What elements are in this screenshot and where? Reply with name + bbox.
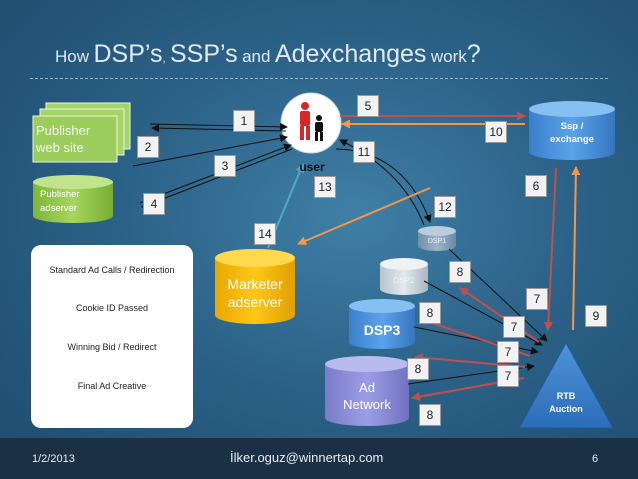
ssp-exchange-cylinder [529,101,615,160]
legend-standard-label: Standard Ad Calls / Redirection [49,265,175,275]
dsp2-label: DSP2 [393,276,415,285]
title-adexchanges: Adexchanges [274,40,427,68]
legend-winning-label: Winning Bid / Redirect [67,342,157,352]
title-how: How [55,47,90,66]
rtb-auction-label: RTB Auction [549,391,583,414]
step-badge-6: 6 [525,175,547,197]
step-badge-1: 1 [233,110,255,132]
step-badge-14: 14 [254,223,276,245]
step-badge-5: 5 [357,95,379,117]
footer-email: İlker.oguz@winnertap.com [230,450,384,465]
step-badge-10: 10 [485,121,507,143]
step-badge-7d: 7 [497,365,519,387]
dsp1-label: DSP1 [427,238,447,245]
title-divider [30,78,608,79]
title-comma: , [162,53,166,65]
rtb-auction-triangle [518,341,614,429]
user-icon [280,92,342,154]
title-dsps: DSP’s [93,40,163,68]
dsp3-label: DSP3 [363,322,401,338]
step-badge-13: 13 [314,176,336,198]
dsp3-cylinder [349,299,415,349]
step-badge-8b: 8 [419,302,441,324]
step-badge-7a: 7 [526,288,548,310]
dsp1-cylinder [418,226,456,251]
step-badge-2: 2 [137,136,159,158]
legend-panel: Standard Ad Calls / Redirection Cookie I… [31,245,193,428]
step-badge-4: 4 [143,193,165,215]
step-badge-7c: 7 [497,341,519,363]
title-and: and [242,47,271,66]
marketer-adserver-cylinder [215,249,295,324]
publisher-adserver-cylinder [33,175,113,223]
standard-call-arrows [132,122,548,385]
footer-bar: 1/2/2013 İlker.oguz@winnertap.com 6 [0,438,638,479]
step-badge-8d: 8 [419,404,441,426]
title-question: ? [466,40,481,68]
step-badge-8c: 8 [407,358,429,380]
publisher-adserver-label: Publisher adserver [40,189,80,214]
dsp2-cylinder [380,258,428,295]
step-badge-3: 3 [214,155,236,177]
step-badge-11: 11 [353,141,375,163]
publisher-web-site-node [32,102,131,163]
legend-cookie-label: Cookie ID Passed [75,303,149,313]
footer-date: 1/2/2013 [32,453,75,465]
marketer-adserver-label: Marketer adserver [227,276,283,310]
user-label: user [299,160,325,174]
ssp-exchange-label: Ssp / exchange [550,121,594,145]
legend-final-label: Final Ad Creative [77,381,147,391]
ad-network-label: Ad Network [343,380,391,412]
ad-network-cylinder [325,356,409,426]
step-badge-8a: 8 [449,261,471,283]
title-work: work [430,47,467,66]
step-badge-7b: 7 [503,316,525,338]
slide-title: How DSP’s, SSP’s and Adexchanges work? [55,40,481,69]
publisher-web-site-label: Publisher web site [36,123,91,155]
title-ssps: SSP’s [170,40,238,68]
footer-page-number: 6 [592,453,599,465]
step-badge-9: 9 [585,305,607,327]
step-badge-12: 12 [434,196,456,218]
